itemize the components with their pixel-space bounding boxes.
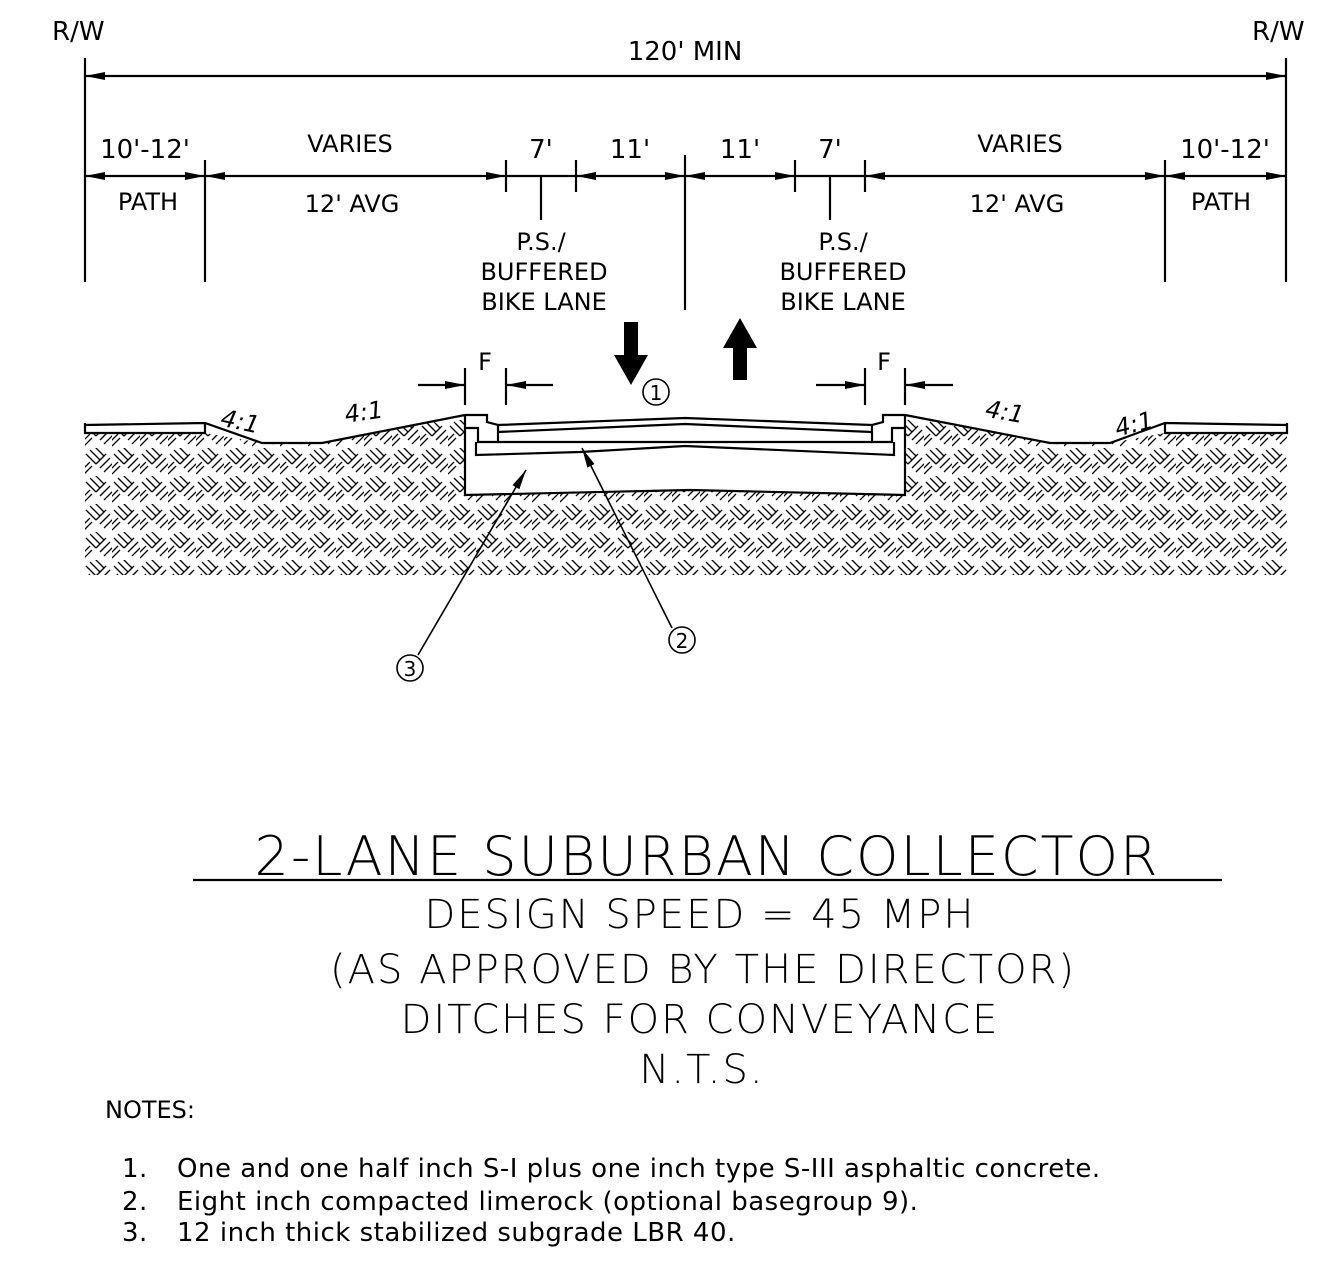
varies-left: VARIES: [307, 130, 392, 158]
svg-text:BUFFERED: BUFFERED: [480, 258, 607, 286]
path-label-right: PATH: [1191, 188, 1251, 216]
notes-heading: NOTES:: [105, 1096, 195, 1124]
ground-profile: [83, 413, 1289, 445]
callout-3: 3: [396, 469, 527, 682]
lane-width-left: 11': [610, 135, 650, 165]
component-dimensions: [85, 155, 1286, 310]
svg-text:P.S./: P.S./: [818, 228, 868, 256]
overall-dim-label: 120' MIN: [628, 37, 743, 67]
callout-2: 2: [581, 447, 696, 654]
notes-list: 1. One and one half inch S-I plus one in…: [122, 1154, 1101, 1248]
rw-label-right: R/W: [1252, 17, 1305, 47]
svg-text:F: F: [478, 348, 492, 376]
bike-lane-label-right: P.S./ BUFFERED BIKE LANE: [779, 228, 906, 316]
bike-lane-label-left: P.S./ BUFFERED BIKE LANE: [480, 228, 607, 316]
note-number: 2.: [122, 1187, 148, 1217]
avg-left: 12' AVG: [305, 190, 400, 218]
svg-text:2: 2: [676, 629, 689, 653]
direction-arrow-down-icon: [614, 322, 648, 385]
subtitle-line-1: DESIGN SPEED = 45 MPH: [424, 892, 975, 938]
rw-label-left: R/W: [52, 17, 105, 47]
bike-width-left: 7': [529, 135, 553, 165]
path-width-left: 10'-12': [100, 135, 190, 165]
subtitle-line-4: N.T.S.: [639, 1047, 764, 1093]
slope-label-left-inner: 4:1: [343, 396, 385, 429]
note-text: 12 inch thick stabilized subgrade LBR 40…: [177, 1218, 736, 1248]
drawing-title: 2-LANE SUBURBAN COLLECTOR: [254, 825, 1159, 888]
varies-right: VARIES: [977, 130, 1062, 158]
lane-width-right: 11': [720, 135, 760, 165]
svg-text:BIKE LANE: BIKE LANE: [780, 288, 906, 316]
path-width-right: 10'-12': [1180, 135, 1270, 165]
roadway-section: [463, 413, 907, 497]
svg-text:BUFFERED: BUFFERED: [779, 258, 906, 286]
note-number: 3.: [122, 1218, 148, 1248]
slope-label-right-inner: 4:1: [983, 395, 1026, 429]
bike-width-right: 7': [818, 135, 842, 165]
note-text: One and one half inch S-I plus one inch …: [177, 1154, 1101, 1184]
direction-arrow-up-icon: [723, 318, 757, 380]
callout-1: 1: [642, 378, 670, 406]
avg-right: 12' AVG: [970, 190, 1065, 218]
overall-dimension: 120' MIN: [83, 37, 1288, 282]
curb-dimension-left: F: [418, 348, 553, 405]
earth-hatch: [85, 415, 1287, 575]
svg-text:F: F: [877, 348, 891, 376]
note-text: Eight inch compacted limerock (optional …: [177, 1187, 918, 1217]
svg-text:1: 1: [650, 381, 663, 405]
subtitle-line-2: (AS APPROVED BY THE DIRECTOR): [330, 947, 1076, 993]
subtitle-line-3: DITCHES FOR CONVEYANCE: [401, 997, 1000, 1043]
svg-text:3: 3: [404, 657, 417, 681]
svg-text:BIKE LANE: BIKE LANE: [481, 288, 607, 316]
curb-dimension-right: F: [816, 348, 953, 405]
note-number: 1.: [122, 1154, 148, 1184]
path-label-left: PATH: [118, 188, 178, 216]
svg-text:P.S./: P.S./: [516, 228, 566, 256]
slope-label-left-outer: 4:1: [218, 404, 262, 439]
